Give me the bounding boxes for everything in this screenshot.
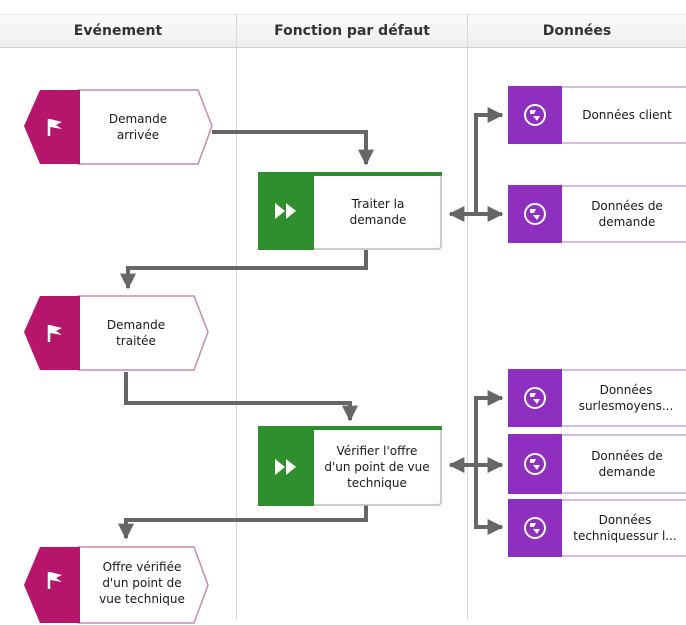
lane-header-evenement[interactable]: Evénement bbox=[73, 23, 163, 39]
data-donnees-techniques[interactable]: Données techniquessur l... bbox=[508, 499, 686, 557]
connector-event1-func1 bbox=[212, 130, 374, 166]
data-donnees-demande[interactable]: Données de demande bbox=[508, 434, 686, 494]
connector-func2-data3 bbox=[474, 390, 504, 465]
data-donnees-client[interactable]: Données client bbox=[508, 86, 686, 144]
function-verifier-offre[interactable]: Vérifier l'offre d'un point de vue techn… bbox=[258, 426, 442, 506]
event-label: Offre vérifiée d'un point de vue techniq… bbox=[99, 560, 185, 606]
event-offre-verifiee[interactable]: Offre vérifiée d'un point de vue techniq… bbox=[22, 545, 210, 624]
flag-icon bbox=[38, 565, 72, 595]
lane-header-fonction[interactable]: Fonction par défaut bbox=[274, 23, 430, 39]
fast-forward-icon bbox=[264, 196, 308, 226]
data-donnees-moyens[interactable]: Données surlesmoyens... bbox=[508, 369, 686, 427]
flag-icon bbox=[38, 318, 72, 348]
event-demande-traitee[interactable]: Demande traitée bbox=[22, 294, 210, 372]
data-cluster-icon bbox=[516, 449, 554, 479]
data-label: Données de demande bbox=[591, 449, 663, 479]
connector-func1-data1 bbox=[474, 107, 504, 215]
lane-header: Evénement Fonction par défaut Données bbox=[0, 14, 686, 48]
data-label: Données de demande bbox=[591, 199, 663, 229]
connector-event2-func2 bbox=[124, 372, 358, 422]
data-cluster-icon bbox=[516, 199, 554, 229]
lane-divider bbox=[467, 14, 468, 620]
fast-forward-icon bbox=[264, 452, 308, 482]
function-traiter-demande[interactable]: Traiter la demande bbox=[258, 172, 442, 250]
data-cluster-icon bbox=[516, 383, 554, 413]
connector-func2-event3 bbox=[118, 505, 368, 540]
function-label: Vérifier l'offre d'un point de vue techn… bbox=[324, 444, 430, 490]
connector-func2-data5 bbox=[474, 465, 504, 535]
data-label: Données techniquessur l... bbox=[573, 513, 677, 543]
event-label: Demande arrivée bbox=[108, 112, 168, 142]
event-demande-arrivee[interactable]: Demande arrivée bbox=[22, 88, 214, 166]
data-label: Données client bbox=[582, 108, 672, 122]
data-donnees-demande[interactable]: Données de demande bbox=[508, 185, 686, 243]
data-label: Données surlesmoyens... bbox=[578, 383, 674, 413]
data-cluster-icon bbox=[516, 513, 554, 543]
lane-header-donnees[interactable]: Données bbox=[542, 23, 612, 39]
flag-icon bbox=[38, 112, 72, 142]
connector-func1-event2 bbox=[120, 250, 368, 290]
lane-divider bbox=[236, 14, 237, 620]
event-label: Demande traitée bbox=[106, 318, 166, 348]
function-label: Traiter la demande bbox=[349, 197, 407, 227]
data-cluster-icon bbox=[516, 100, 554, 130]
